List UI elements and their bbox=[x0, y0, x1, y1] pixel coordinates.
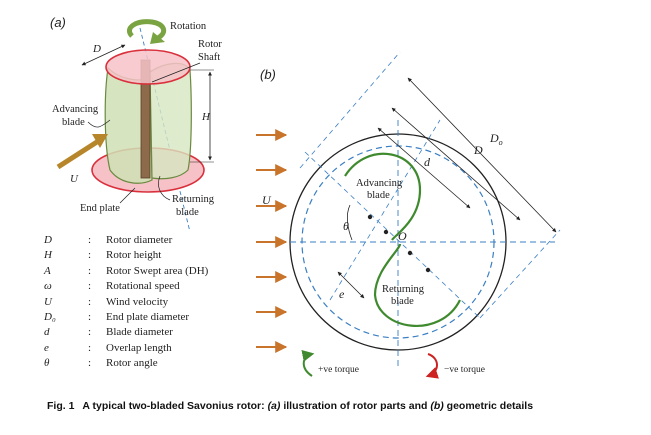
legend-symbol: D₀ bbox=[44, 311, 56, 324]
legend-colon: : bbox=[88, 264, 92, 277]
panel-b-label: (b) bbox=[260, 67, 276, 82]
legend-colon: : bbox=[88, 234, 92, 246]
returning-leader-a bbox=[158, 175, 171, 201]
ext-line-1 bbox=[299, 51, 401, 169]
neg-torque-label: −ve torque bbox=[444, 365, 485, 375]
legend-symbol: θ bbox=[44, 357, 50, 370]
legend-colon: : bbox=[88, 326, 92, 339]
advancing-leader-a bbox=[87, 119, 111, 128]
legend-symbol: d bbox=[44, 326, 50, 339]
legend-description: Rotor angle bbox=[106, 357, 158, 370]
theta-label: θ bbox=[343, 219, 349, 233]
caption-text-1: A typical two-bladed Savonius rotor: bbox=[82, 400, 268, 412]
legend-row: D₀: End plate diameter bbox=[44, 310, 208, 325]
legend-description: Overlap length bbox=[106, 341, 172, 354]
caption-a: (a) bbox=[267, 400, 281, 412]
U-arrowhead-a bbox=[92, 134, 108, 148]
center-O-label: O bbox=[398, 229, 407, 243]
U-arrow-a bbox=[56, 137, 102, 170]
legend-description: Rotor Swept area (DH) bbox=[106, 264, 209, 277]
legend-row: e: Overlap length bbox=[44, 341, 208, 356]
returning-label-b-1: Returning bbox=[382, 284, 425, 295]
legend-symbol: U bbox=[44, 295, 52, 308]
legend-row: U: Wind velocity bbox=[44, 295, 208, 310]
legend-symbol: e bbox=[44, 341, 49, 354]
caption-text-3: geometric details bbox=[443, 400, 534, 412]
rotation-arrow bbox=[127, 19, 167, 41]
rotation-arrowhead bbox=[150, 32, 165, 44]
U-label-b: U bbox=[262, 193, 272, 207]
returning-label-a-1: Returning bbox=[172, 194, 215, 205]
Do-label: Do bbox=[489, 131, 503, 147]
legend-symbol: D bbox=[44, 234, 52, 246]
U-label-a: U bbox=[70, 173, 79, 185]
end-plate-leader bbox=[119, 187, 136, 204]
blade-dot bbox=[407, 250, 413, 256]
rotation-label: Rotation bbox=[170, 21, 207, 32]
rotor-shaft-label-2: Shaft bbox=[198, 52, 220, 63]
legend-row: D: Rotor diameter bbox=[44, 233, 208, 248]
e-dimension bbox=[337, 271, 365, 299]
advancing-label-a-2: blade bbox=[62, 117, 85, 128]
legend-row: d: Blade diameter bbox=[44, 325, 208, 340]
H-label-a: H bbox=[201, 111, 211, 123]
pos-torque-arrow bbox=[301, 350, 315, 377]
rotated-axis-1 bbox=[304, 151, 481, 319]
d-label: d bbox=[424, 155, 431, 169]
legend-colon: : bbox=[88, 249, 92, 262]
blade-dot bbox=[383, 229, 389, 235]
panel-a-label: (a) bbox=[50, 15, 66, 30]
caption-fig-number: Fig. 1 bbox=[47, 400, 75, 412]
wind-arrows bbox=[256, 129, 288, 353]
legend-row: ω: Rotational speed bbox=[44, 279, 208, 294]
legend-row: θ: Rotor angle bbox=[44, 356, 208, 371]
advancing-label-b-2: blade bbox=[367, 190, 390, 201]
legend-row: H: Rotor height bbox=[44, 248, 208, 263]
returning-blade-b bbox=[373, 243, 461, 327]
blade-dot bbox=[367, 214, 373, 220]
legend-description: Wind velocity bbox=[106, 295, 169, 308]
advancing-label-a-1: Advancing bbox=[52, 104, 99, 115]
e-label: e bbox=[339, 287, 345, 301]
rotor-shaft-leader bbox=[151, 62, 201, 83]
legend-symbol: A bbox=[44, 264, 51, 277]
returning-label-b-2: blade bbox=[391, 296, 414, 307]
blade-dot bbox=[425, 267, 431, 273]
caption-text-2: illustration of rotor parts and bbox=[280, 400, 431, 412]
pos-torque-label: +ve torque bbox=[318, 365, 359, 375]
legend-description: Blade diameter bbox=[106, 326, 173, 339]
D-label-a: D bbox=[92, 43, 101, 55]
rotor-shaft-label-1: Rotor bbox=[198, 39, 222, 50]
legend-colon: : bbox=[88, 357, 92, 370]
legend-description: Rotor height bbox=[106, 249, 162, 262]
legend-colon: : bbox=[88, 295, 92, 308]
legend-description: Rotor diameter bbox=[106, 234, 173, 246]
Do-subscript: o bbox=[499, 138, 503, 147]
advancing-label-b-1: Advancing bbox=[356, 178, 403, 189]
figure-caption: Fig. 1 A typical two-bladed Savonius roto… bbox=[47, 400, 533, 412]
legend-description: Rotational speed bbox=[106, 280, 180, 293]
legend-symbol: H bbox=[44, 249, 52, 262]
Do-main: D bbox=[489, 131, 499, 145]
ext-line-2 bbox=[479, 229, 561, 319]
caption-b: (b) bbox=[430, 400, 444, 412]
top-end-plate bbox=[105, 49, 191, 85]
legend-description: End plate diameter bbox=[106, 311, 190, 324]
theta-arc bbox=[346, 204, 353, 241]
returning-label-a-2: blade bbox=[176, 207, 199, 218]
panel-a: (a) Rotation Rotor Shaft D H Advancing b… bbox=[50, 15, 222, 233]
legend-row: A: Rotor Swept area (DH) bbox=[44, 264, 208, 279]
neg-torque-arrow bbox=[425, 353, 440, 379]
end-plate-label: End plate bbox=[80, 203, 120, 214]
legend-colon: : bbox=[88, 311, 92, 324]
D-dimension-line bbox=[81, 44, 126, 66]
legend-colon: : bbox=[88, 341, 92, 354]
legend-symbol: ω bbox=[44, 280, 52, 293]
legend-colon: : bbox=[88, 280, 92, 293]
Do-dimension bbox=[407, 77, 557, 233]
panel-b: (b) U O bbox=[256, 51, 561, 379]
